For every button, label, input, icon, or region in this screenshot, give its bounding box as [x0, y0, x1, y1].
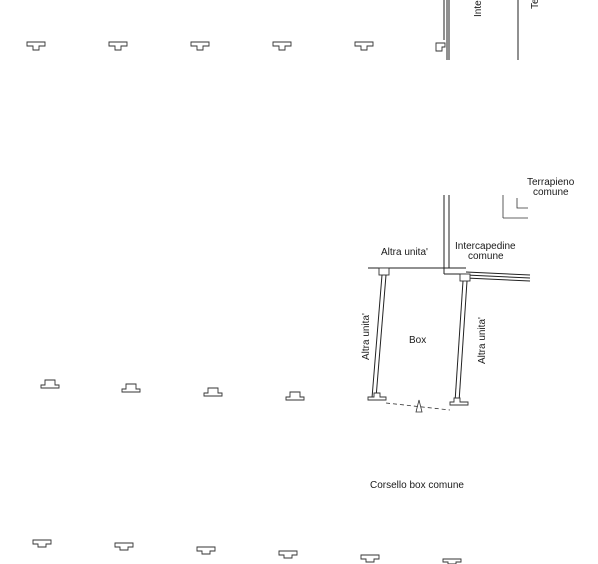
- column-row-top: [26, 41, 446, 52]
- column-symbol: [367, 392, 387, 401]
- column-symbol: [278, 550, 298, 559]
- column-symbol: [108, 41, 128, 51]
- column-symbol: [442, 558, 462, 564]
- column-symbol: [285, 391, 305, 401]
- label-terrapieno-partial: Te: [530, 0, 541, 9]
- column-symbol: [435, 42, 446, 52]
- label-altra-unita-left: Altra unita': [361, 313, 372, 360]
- column-symbol: [40, 379, 60, 389]
- label-intercapedine-partial: Inte: [473, 0, 484, 17]
- wall-line: [458, 280, 468, 403]
- wall-line: [465, 274, 531, 279]
- column-symbol: [196, 546, 216, 555]
- column-symbol: [378, 267, 390, 276]
- label-box: Box: [409, 335, 426, 346]
- walls-top: [443, 0, 519, 60]
- column-symbol: [354, 41, 374, 51]
- wall-line: [516, 198, 528, 209]
- label-intercapedine: Intercapedine: [455, 241, 516, 252]
- door-line: [385, 402, 451, 411]
- label-corsello: Corsello box comune: [370, 480, 464, 491]
- column-symbol: [121, 383, 141, 393]
- column-row-bottom: [32, 539, 462, 564]
- wall-line: [465, 277, 531, 282]
- walls-middle: [368, 195, 531, 282]
- label-terrapieno: Terrapieno: [527, 177, 575, 188]
- wall-line: [371, 274, 383, 399]
- column-symbol: [360, 554, 380, 563]
- label-intercapedine-comune: comune: [468, 251, 504, 262]
- column-symbol: [26, 41, 46, 51]
- box-outline: [367, 267, 471, 413]
- column-symbol: [449, 397, 469, 406]
- door-marker-icon: [415, 399, 423, 413]
- wall-line: [454, 280, 464, 403]
- label-altra-unita-top: Altra unita': [381, 247, 428, 258]
- column-row-middle: [40, 379, 305, 401]
- column-symbol: [272, 41, 292, 51]
- column-symbol: [203, 387, 223, 397]
- label-terrapieno-comune: comune: [533, 187, 569, 198]
- column-symbol: [190, 41, 210, 51]
- column-symbol: [32, 539, 52, 548]
- wall-line: [465, 271, 531, 276]
- column-symbol: [459, 273, 471, 282]
- label-altra-unita-right: Altra unita': [477, 317, 488, 364]
- wall-line: [375, 274, 387, 399]
- column-symbol: [114, 542, 134, 551]
